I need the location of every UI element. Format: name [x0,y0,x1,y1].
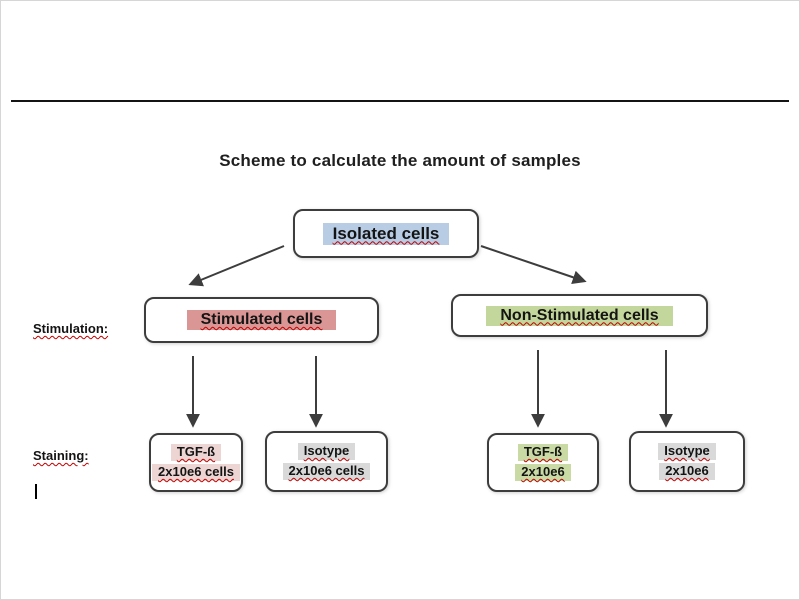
arrow-isolated-to-stimulated [188,245,285,287]
leaf-nonstimulated-tgf: TGF-ß 2x10e6 [487,433,599,492]
leaf-nonstimulated-isotype-line1: Isotype [658,443,716,460]
leaf-stimulated-isotype: Isotype 2x10e6 cells [265,431,388,492]
stimulation-row-label: Stimulation: [33,321,109,336]
leaf-stimulated-tgf: TGF-ß 2x10e6 cells [149,433,243,492]
leaf-stimulated-isotype-line2: 2x10e6 cells [282,463,371,480]
node-isolated-label: Isolated cells [322,222,450,245]
text-cursor [35,484,37,499]
node-stimulated-cells: Stimulated cells [144,297,379,343]
leaf-nonstimulated-tgf-line1: TGF-ß [517,444,569,461]
leaf-stimulated-tgf-line1: TGF-ß [170,444,222,461]
leaf-stimulated-tgf-line2: 2x10e6 cells [152,464,240,481]
node-non-stimulated-cells: Non-Stimulated cells [451,294,708,337]
node-stimulated-label: Stimulated cells [186,310,337,330]
leaf-nonstimulated-isotype: Isotype 2x10e6 [629,431,745,492]
leaf-nonstimulated-isotype-line2: 2x10e6 [659,463,715,480]
horizontal-rule [11,100,789,102]
diagram-title: Scheme to calculate the amount of sample… [219,151,581,170]
leaf-nonstimulated-tgf-line2: 2x10e6 [515,464,571,481]
node-isolated-cells: Isolated cells [293,209,479,258]
leaf-stimulated-isotype-line1: Isotype [297,443,356,460]
arrow-isolated-to-nonstimulated [480,245,587,285]
staining-row-label: Staining: [33,448,89,463]
node-non-stimulated-label: Non-Stimulated cells [486,305,673,326]
